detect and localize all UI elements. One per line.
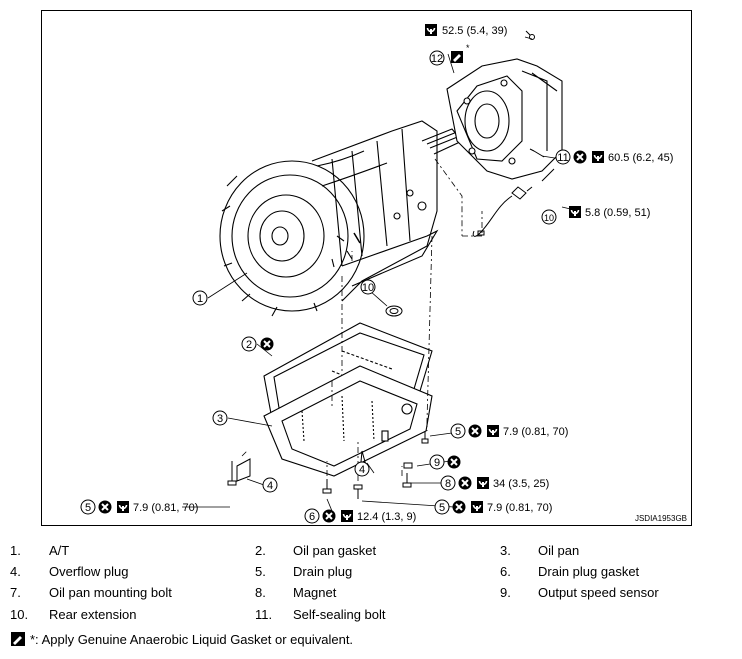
do-not-reuse-icon (446, 454, 462, 470)
torque-7: 34 (3.5, 25) (493, 478, 549, 490)
svg-text:10: 10 (362, 282, 374, 294)
transmission-drawing (219, 120, 463, 317)
legend-num: 7. (10, 585, 21, 600)
svg-text:8: 8 (445, 478, 451, 490)
callout-3: 3 (212, 410, 228, 426)
callouts: 1 2 3 4 4 10 12 * 52.5 (5.4, 39) 11 60.5… (80, 23, 673, 524)
legend-label: Oil pan mounting bolt (49, 585, 172, 600)
torque-wrench-icon (470, 500, 484, 514)
svg-text:5: 5 (455, 426, 461, 438)
svg-text:5: 5 (85, 502, 91, 514)
do-not-reuse-icon (457, 475, 473, 491)
legend-num: 3. (500, 543, 511, 558)
torque-12: 52.5 (5.4, 39) (442, 25, 507, 37)
legend-num: 2. (255, 543, 266, 558)
torque-wrench-icon (424, 23, 438, 37)
do-not-reuse-icon (97, 499, 113, 515)
footnote-text: *: Apply Genuine Anaerobic Liquid Gasket… (30, 631, 354, 647)
svg-text:4: 4 (359, 464, 365, 476)
callout-9: 10 (360, 279, 376, 295)
do-not-reuse-icon (321, 508, 337, 524)
callout-8: 9 (429, 454, 445, 470)
do-not-reuse-icon (467, 423, 483, 439)
legend-num: 9. (500, 585, 511, 600)
legend-label: Oil pan (538, 543, 580, 558)
torque-5b: 7.9 (0.81, 70) (133, 502, 198, 514)
svg-text:9: 9 (434, 457, 440, 469)
sealant-star: * (466, 43, 470, 53)
do-not-reuse-icon (259, 336, 275, 352)
legend-label: Rear extension (49, 607, 137, 622)
callout-4b: 4 (354, 461, 370, 477)
sealant-icon (11, 632, 25, 646)
svg-text:4: 4 (267, 480, 273, 492)
torque-11: 60.5 (6.2, 45) (608, 152, 673, 164)
legend-label: Self-sealing bolt (293, 607, 386, 622)
legend-num: 10. (10, 607, 29, 622)
do-not-reuse-icon (451, 499, 467, 515)
torque-5a: 7.9 (0.81, 70) (503, 426, 568, 438)
figure-code: JSDIA1953GB (634, 514, 687, 523)
torque-wrench-icon (568, 205, 582, 219)
svg-text:5: 5 (439, 502, 445, 514)
callout-11: 11 (555, 149, 571, 165)
legend-num: 8. (255, 585, 266, 600)
legend-num: 4. (10, 564, 21, 579)
callout-2: 2 (241, 336, 257, 352)
torque-wrench-icon (486, 424, 500, 438)
svg-text:11: 11 (557, 152, 568, 164)
callout-1: 1 (192, 290, 208, 306)
alignment-lines (241, 158, 483, 481)
svg-text:6: 6 (309, 511, 315, 523)
torque-wrench-icon (116, 500, 130, 514)
sealant-icon (451, 51, 463, 63)
callout-5b: 5 (80, 499, 96, 515)
do-not-reuse-icon (572, 149, 588, 165)
torque-wrench-icon (476, 476, 490, 490)
legend-num: 1. (10, 543, 21, 558)
legend-num: 5. (255, 564, 266, 579)
legend-label: Oil pan gasket (293, 543, 377, 558)
torque-5c: 7.9 (0.81, 70) (487, 502, 552, 514)
output-speed-sensor-drawing (472, 186, 533, 237)
callout-4a: 4 (262, 477, 278, 493)
legend-label: Magnet (293, 585, 337, 600)
callout-5a: 5 (450, 423, 466, 439)
svg-text:12: 12 (431, 53, 443, 65)
footnote: *: Apply Genuine Anaerobic Liquid Gasket… (10, 631, 353, 647)
callout-7: 8 (440, 475, 456, 491)
diagram-svg: 1 2 3 4 4 10 12 * 52.5 (5.4, 39) 11 60.5… (80, 23, 673, 524)
callout-12: 12 (429, 50, 445, 66)
svg-text:3: 3 (217, 413, 223, 425)
legend-num: 11. (255, 607, 273, 622)
rear-extension-drawing (446, 58, 563, 180)
svg-text:2: 2 (246, 339, 252, 351)
legend-label: Overflow plug (49, 564, 129, 579)
torque-wrench-icon (340, 509, 354, 523)
exploded-view-diagram: 1 2 3 4 4 10 12 * 52.5 (5.4, 39) 11 60.5… (41, 10, 692, 526)
legend-label: Output speed sensor (538, 585, 659, 600)
legend-label: Drain plug (293, 564, 353, 579)
torque-wrench-icon (591, 150, 605, 164)
torque-10: 5.8 (0.59, 51) (585, 207, 650, 219)
legend-label: Drain plug gasket (538, 564, 640, 579)
oil-pan-drawing (263, 365, 433, 477)
callout-6: 6 (304, 508, 320, 524)
legend-num: 6. (500, 564, 511, 579)
torque-6: 12.4 (1.3, 9) (357, 511, 416, 523)
svg-text:10: 10 (544, 213, 554, 223)
legend-label: A/T (49, 543, 70, 558)
callout-5c: 5 (434, 499, 450, 515)
callout-10: 10 (541, 209, 557, 225)
svg-text:1: 1 (197, 293, 203, 305)
